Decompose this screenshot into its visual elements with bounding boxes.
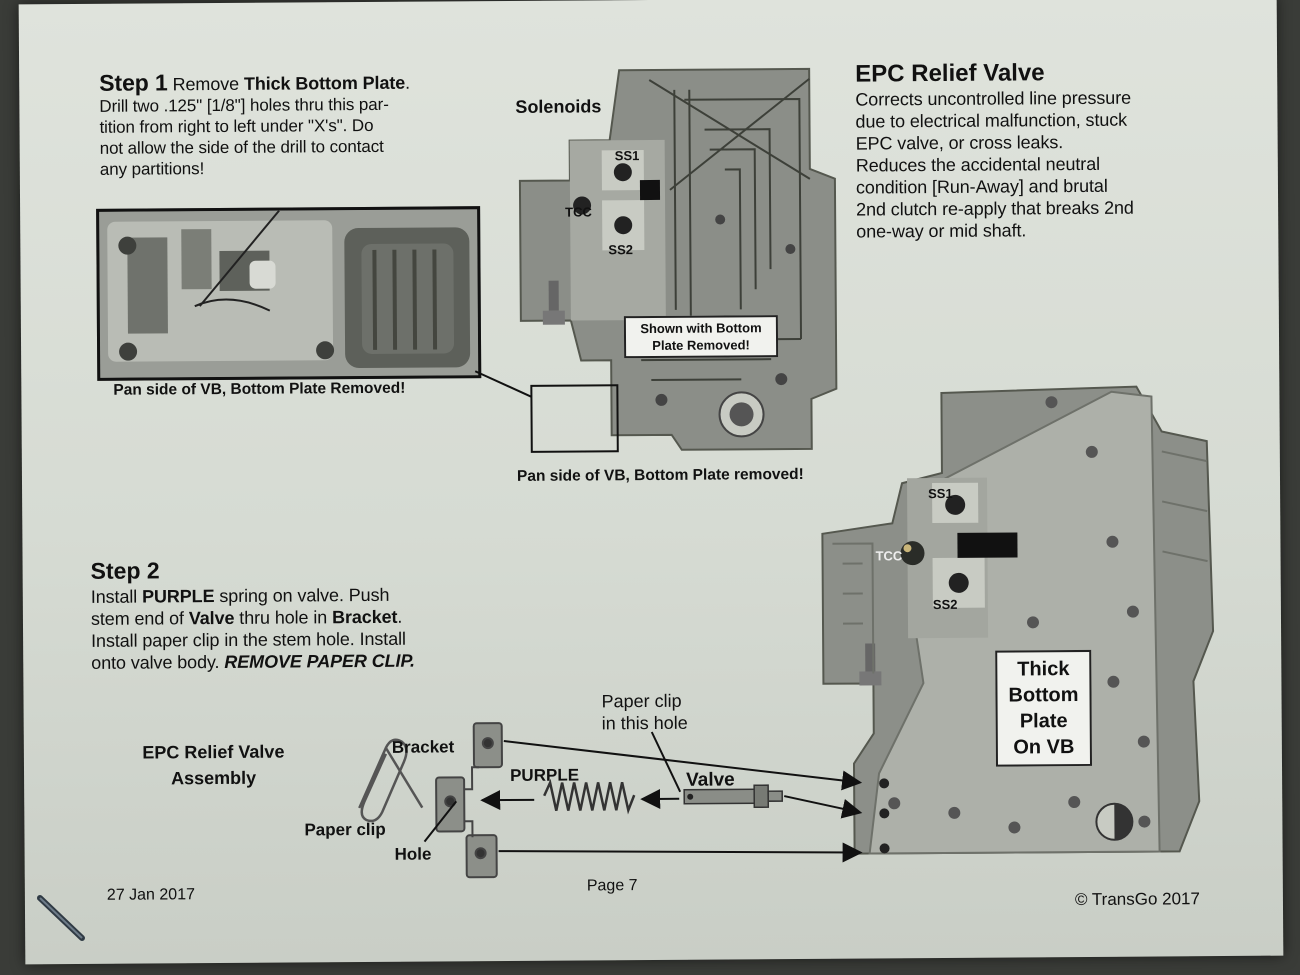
footer-page: Page 7 [586, 877, 638, 895]
valve-body-closeup-image [99, 209, 479, 378]
bracket-label: Bracket [391, 737, 455, 757]
pen-icon [37, 895, 85, 941]
purple-spring-icon [543, 778, 636, 815]
paper-clip-label: Paper clip [304, 819, 386, 840]
hole-label: Hole [394, 844, 432, 864]
assembly-diagram [358, 722, 863, 879]
instruction-sheet: Step 1 Remove Thick Bottom Plate. Drill … [18, 0, 1284, 965]
valve-label: Valve [686, 769, 735, 791]
clip-hole-line-1: Paper clip [601, 690, 682, 712]
clip-hole-line-2: in this hole [601, 712, 688, 734]
purple-label: PURPLE [509, 765, 580, 785]
step1-photo [96, 206, 482, 381]
footer-date: 27 Jan 2017 [106, 886, 196, 904]
clip-hole-note: Paper clip in this hole [601, 690, 687, 735]
valve-icon [683, 784, 784, 809]
footer-copyright: © TransGo 2017 [1074, 889, 1201, 910]
connector-lines [474, 370, 532, 398]
paper-clip-icon [358, 738, 424, 823]
bracket-icon [435, 722, 503, 879]
